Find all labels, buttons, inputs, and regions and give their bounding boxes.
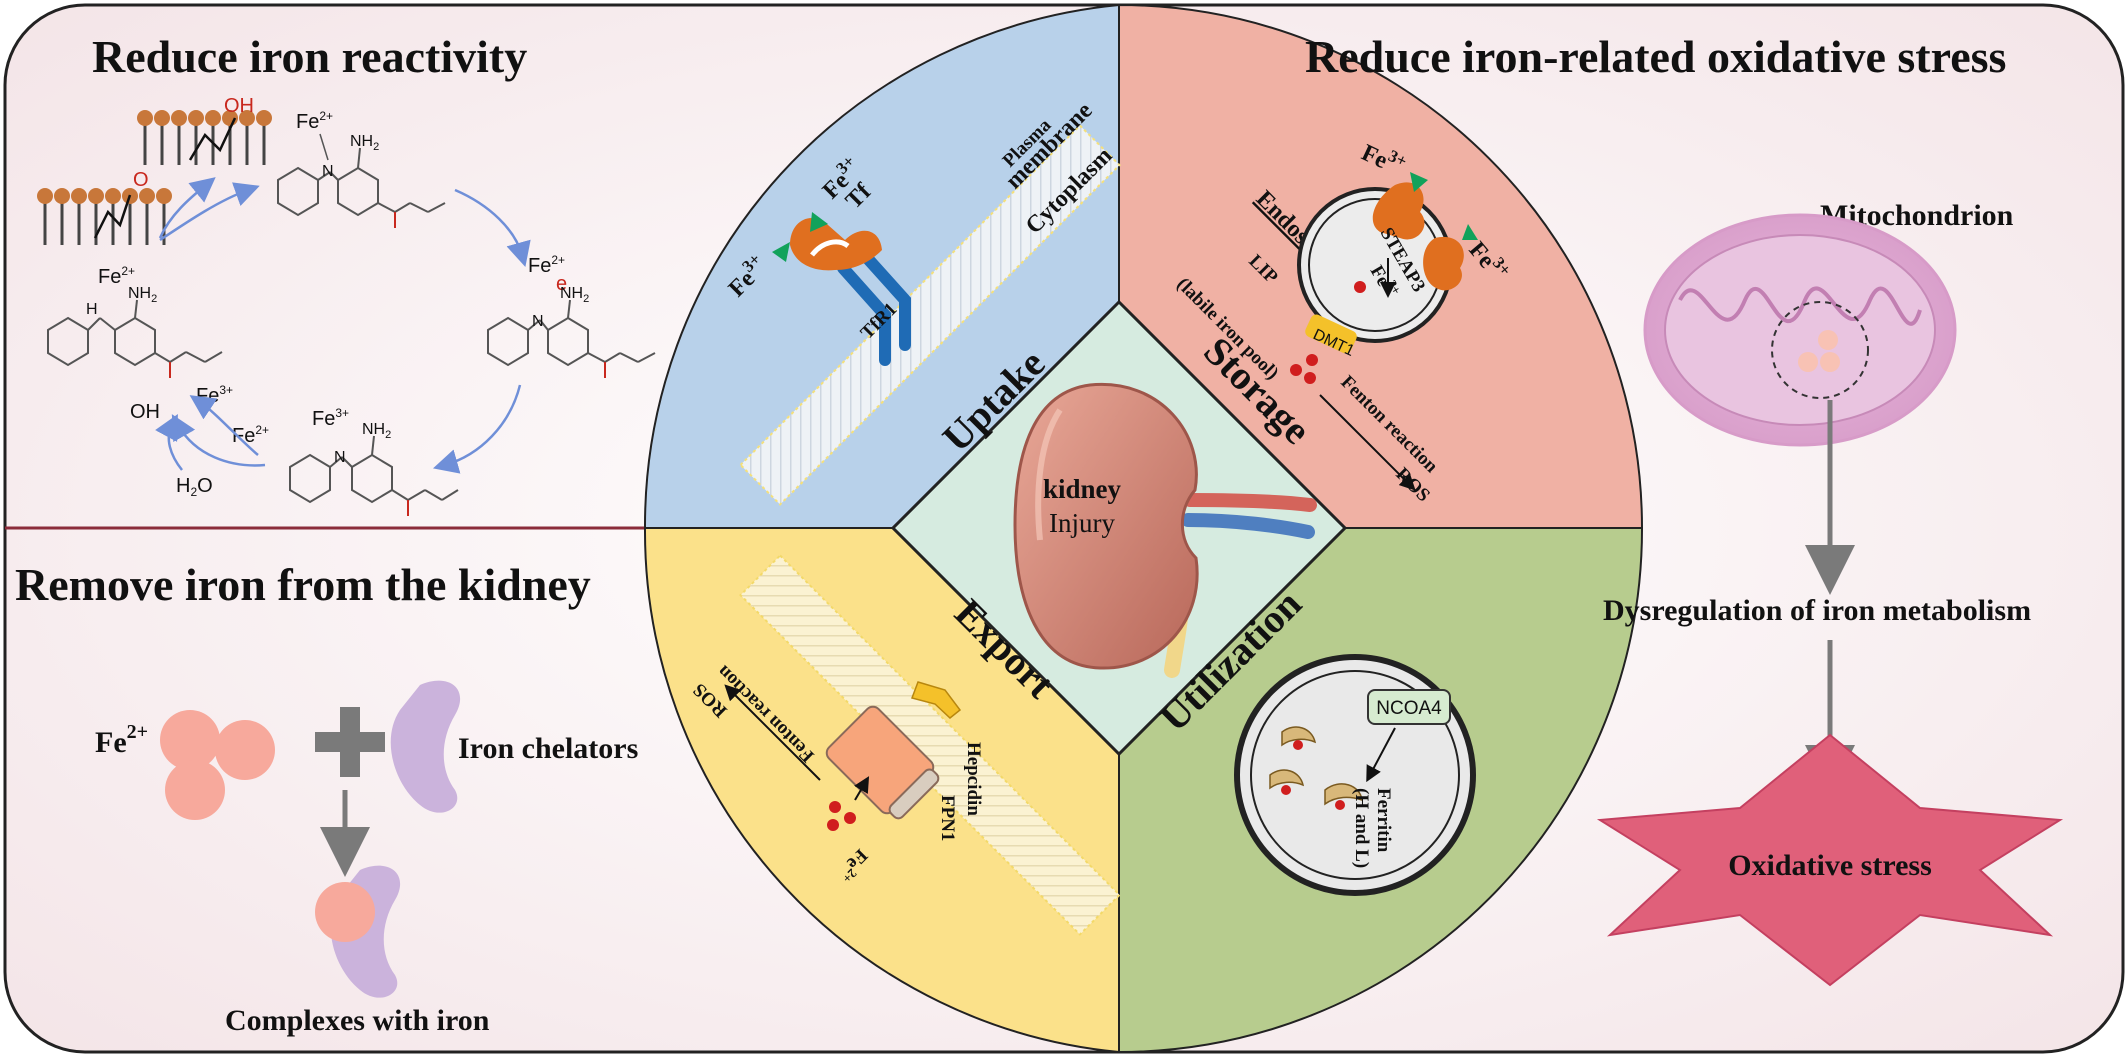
export-iron-dots [827,801,856,831]
molecule-bottom [289,435,459,516]
heading-oxidative-stress: Reduce iron-related oxidative stress [1305,31,2006,82]
cycle-arrow-3 [454,188,531,268]
mol-bottom-n: N [334,449,346,466]
storage-triangle-2 [1462,224,1478,240]
cycle-arrow-7 [189,395,259,456]
molecule-left [47,299,223,378]
storage-fenton-arrow [1319,394,1416,491]
cycle-arrow-4 [432,384,522,474]
heading-remove-iron: Remove iron from the kidney [15,559,591,610]
ferritin-3 [1324,783,1363,810]
mol-bottom-fe3: Fe3+ [312,406,349,430]
complexes-label: Complexes with iron [225,1004,490,1037]
dmt1-transporter [1305,314,1357,354]
cycle-arrow-1 [158,177,216,239]
molecule-top [277,147,446,228]
chelators-label: Iron chelators [458,732,638,765]
chelator-shape [390,680,461,813]
mol-left-fe2: Fe2+ [98,264,135,288]
molecule-right [487,299,656,378]
oh-group-label: OH [224,95,254,117]
fe2-cluster [160,710,275,820]
mol-top-fe2: Fe2+ [296,109,333,133]
mito-zoom-circle [1771,301,1869,399]
tfr1-receptor [772,212,911,366]
lipid-membrane-top [137,110,272,165]
mol-right-n: N [532,313,544,330]
cycle-arrow-2 [159,182,260,242]
endosome: DMT1 [1297,172,1478,360]
ferritin-1 [1281,726,1317,750]
injury-label: Injury [1049,508,1115,538]
plus-sign [315,707,385,777]
heading-reduce-reactivity: Reduce iron reactivity [92,31,527,82]
ferritin-hl-label: (H and L) [1351,788,1372,868]
fe2-cluster-label: Fe2+ [95,721,148,759]
fe2-species-label: Fe2+ [232,423,269,447]
storage-triangle-1 [1410,172,1428,192]
iron-complex [315,865,401,998]
cycle-arrow-5 [171,414,266,467]
oxidative-stress-label: Oxidative stress [1728,849,1932,882]
cycle-arrow-6 [155,413,183,471]
kidney-label: kidney [1043,474,1122,504]
export-fe-arrow [854,776,870,801]
lip-iron-dots [1290,354,1318,384]
mol-top-n: N [322,163,334,180]
fe3-triangle-left [772,242,790,262]
ncoa4-label: NCOA4 [1376,698,1442,719]
hepcidin-shape [911,681,962,719]
o-radical-label: O [133,169,149,191]
mitochondrion [1643,213,1957,447]
lipid-membrane-left [37,188,172,245]
mol-left-h: H [86,301,98,318]
mol-right-electron: e [556,273,567,295]
ncoa4-box [1367,689,1451,725]
ferritin-label: Ferritin [1373,788,1394,853]
hepcidin-label: Hepcidin [963,742,984,816]
mol-top-nh2: NH2 [350,133,379,153]
lysosome: NCOA4 Ferritin (H and L) [1234,654,1476,896]
export-fenton-arrow [724,684,821,781]
kidney-illustration: kidney Injury [1013,382,1317,678]
fpn1-label: FPN1 [937,795,958,841]
mol-left-nh2: NH2 [128,285,157,305]
oxidative-stress-burst [1596,733,2064,987]
uptake-fe3-left: Fe3+ [720,250,773,303]
fpn1-transporter [825,705,940,820]
mol-right-nh2: NH2 [560,285,589,305]
h2o-label: H2O [176,475,213,499]
mol-bottom-nh2: NH2 [362,421,391,441]
oh-minus-label: OH [130,401,160,423]
mol-right-fe2: Fe2+ [528,253,565,277]
ferritin-2 [1269,769,1305,795]
fe3-triangle-right [810,212,828,232]
dysregulation-label: Dysregulation of iron metabolism [1603,594,2031,627]
